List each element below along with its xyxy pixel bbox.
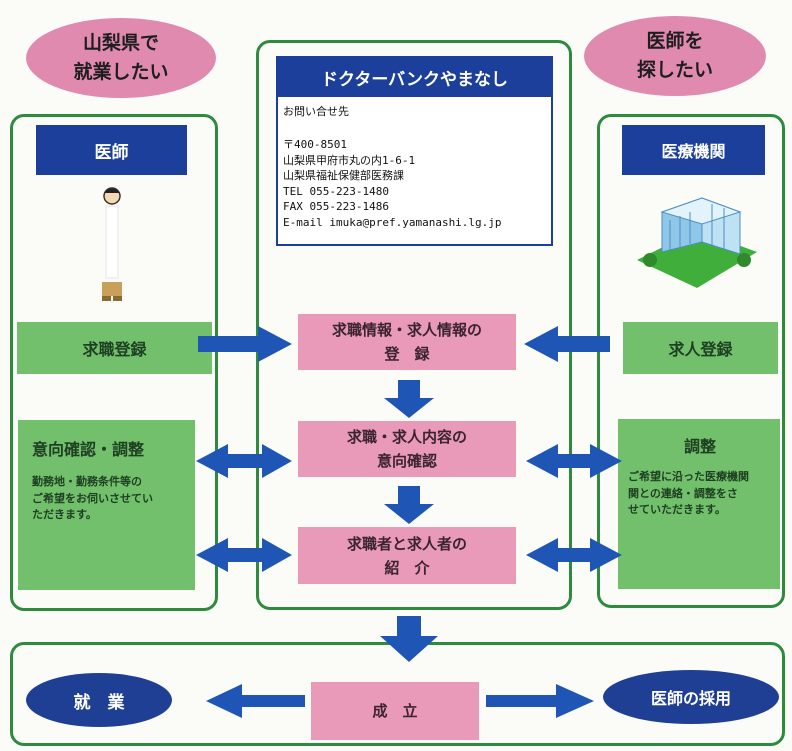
contact-info: 〒400-8501 山梨県甲府市丸の内1-6-1 山梨県福祉保健部医務課 TEL… xyxy=(283,137,548,230)
contact-department: 山梨県福祉保健部医務課 xyxy=(283,169,404,182)
arrow-double-intro-right xyxy=(526,538,622,572)
arrow-left-registration xyxy=(524,326,610,362)
doctor-intent-description: 勤務地・勤務条件等の ご希望をお伺いさせてい ただきます。 xyxy=(32,475,153,521)
doctor-icon xyxy=(102,187,122,301)
doctor-header: 医師 xyxy=(36,125,187,175)
arrow-down-2 xyxy=(384,486,434,524)
contact-phone: TEL 055-223-1480 xyxy=(283,184,389,198)
arrow-down-1 xyxy=(384,380,434,418)
contact-heading: お問い合せ先 xyxy=(283,105,349,118)
institution-coordination-box: 調整 ご希望に沿った医療機関 関との連絡・調整をさ せていただきます。 xyxy=(618,419,780,589)
medical-institution-header: 医療機関 xyxy=(622,125,765,175)
arrow-down-3 xyxy=(380,616,438,662)
doctor-bank-title: ドクターバンクやまなし xyxy=(277,57,552,97)
arrow-left-employment xyxy=(206,684,305,718)
contact-email: E-mail imuka@pref.yamanashi.lg.jp xyxy=(283,215,502,229)
job-application-registration-box: 求職登録 xyxy=(17,322,212,374)
contact-postal-code: 〒400-8501 xyxy=(283,138,347,151)
institution-coordination-description: ご希望に沿った医療機関 関との連絡・調整をさ せていただきます。 xyxy=(628,470,749,516)
arrow-right-hiring xyxy=(486,684,594,718)
hospital-building-icon xyxy=(637,197,757,288)
arrow-double-intent-right xyxy=(526,444,622,478)
doctor-hiring-oval: 医師の採用 xyxy=(603,670,779,724)
job-opening-registration-box: 求人登録 xyxy=(623,322,778,374)
employment-oval: 就 業 xyxy=(26,673,172,727)
registration-step: 求職情報・求人情報の 登 録 xyxy=(298,314,516,370)
arrow-double-intro-left xyxy=(196,538,292,572)
contact-fax: FAX 055-223-1486 xyxy=(283,200,389,213)
recruiter-oval: 医師を 探したい xyxy=(584,16,766,96)
arrow-right-registration xyxy=(198,326,292,362)
intent-confirmation-step: 求職・求人内容の 意向確認 xyxy=(298,421,516,477)
agreement-box: 成 立 xyxy=(311,682,479,740)
doctor-intent-title: 意向確認・調整 xyxy=(32,440,145,459)
arrow-double-intent-left xyxy=(196,444,292,478)
institution-coordination-title: 調整 xyxy=(683,437,716,456)
doctor-intent-box: 意向確認・調整 勤務地・勤務条件等の ご希望をお伺いさせてい ただきます。 xyxy=(18,420,195,590)
contact-address: 山梨県甲府市丸の内1-6-1 xyxy=(283,153,416,167)
introduction-step: 求職者と求人者の 紹 介 xyxy=(298,527,516,584)
job-seeker-oval: 山梨県で 就業したい xyxy=(26,18,216,98)
